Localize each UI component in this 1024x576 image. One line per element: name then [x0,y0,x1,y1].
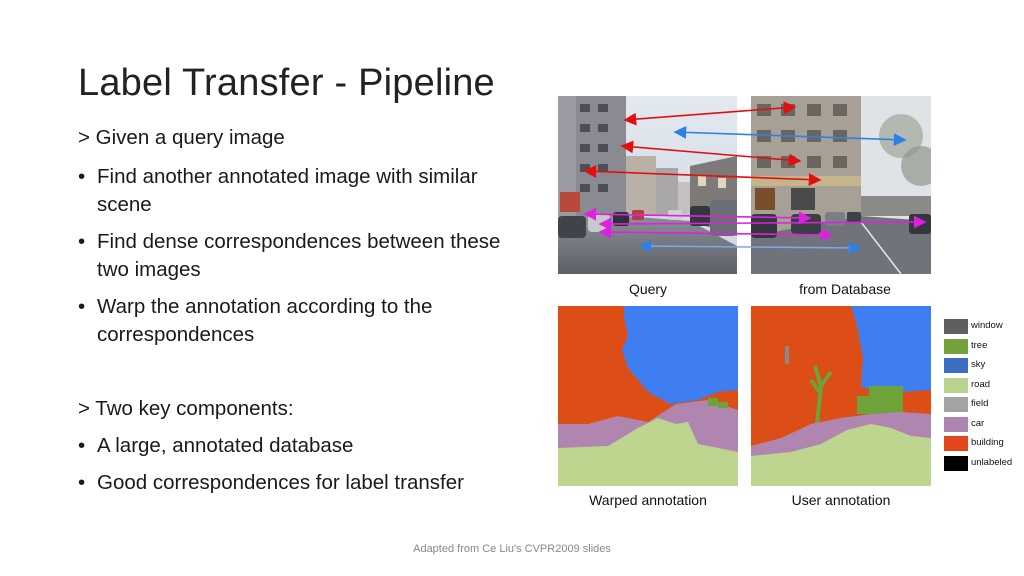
footer-credit: Adapted from Ce Liu's CVPR2009 slides [413,543,611,555]
blue-arrow [673,125,907,147]
bullet-dot: • [78,295,86,318]
bullet-text: Find another annotated image with simila… [97,165,478,188]
bullet-dense-correspondences: • Find dense correspondences between the… [78,228,558,284]
legend-item-car: car [944,416,1024,436]
legend-item-field: field [944,396,1024,416]
bullet-text-cont: correspondences [97,323,255,346]
bullet-warp-annotation: • Warp the annotation according to the c… [78,293,558,349]
legend-label: building [971,437,1004,448]
legend-swatch [944,455,968,471]
legend-item-tree: tree [944,338,1024,358]
bullet-database: • A large, annotated database [78,432,558,460]
legend-label: field [971,398,989,409]
red-arrow [620,140,802,167]
heading-components: > Two key components: [78,397,294,420]
bullet-find-image: • Find another annotated image with simi… [78,163,558,219]
legend-item-unlabeled: unlabeled [944,455,1024,475]
legend-item-building: building [944,435,1024,455]
bullet-text: A large, annotated database [97,434,354,457]
legend-label: window [971,320,1003,331]
legend-swatch [944,319,968,334]
legend-swatch [944,416,968,432]
magenta-arrow [583,207,812,225]
red-arrow [583,165,822,186]
bullet-text: Find dense correspondences between these [97,230,501,253]
bullet-dot: • [78,165,86,188]
heading-query: > Given a query image [78,126,285,149]
slide-body: > Given a query image • Find another ann… [78,124,558,506]
magenta-arrow [598,225,834,242]
legend-swatch [944,377,968,393]
bullet-text-cont: two images [97,258,201,281]
bullet-text: Good correspondences for label transfer [97,471,464,494]
blue-arrow [638,239,862,255]
bullet-dot: • [78,434,86,457]
legend-item-road: road [944,377,1024,397]
bullet-text: Warp the annotation according to the [97,295,433,318]
warped-annotation-image [558,306,738,486]
legend-label: road [971,378,991,390]
bullet-dot: • [78,471,86,494]
red-arrow [623,101,797,126]
legend-swatch [944,397,968,412]
legend-item-window: window [944,318,1024,338]
caption-database: from Database [799,281,891,297]
caption-user: User annotation [791,492,891,508]
legend-label: unlabeled [971,456,1013,468]
legend-label: sky [971,359,986,370]
legend-swatch [944,358,968,373]
legend-label: tree [971,339,988,351]
slide-title: Label Transfer - Pipeline [78,62,495,104]
legend-swatch [944,436,968,451]
bullet-correspondences: • Good correspondences for label transfe… [78,469,558,497]
magenta-arrow [598,215,927,231]
legend-item-sky: sky [944,357,1024,377]
bullet-dot: • [78,230,86,253]
caption-query: Query [628,281,668,297]
user-annotation-image [751,306,931,486]
legend-swatch [944,338,968,354]
label-legend: window tree sky road field car building … [944,318,1024,474]
legend-label: car [971,417,985,429]
bullet-text-cont: scene [97,193,152,216]
caption-warped: Warped annotation [589,492,707,508]
